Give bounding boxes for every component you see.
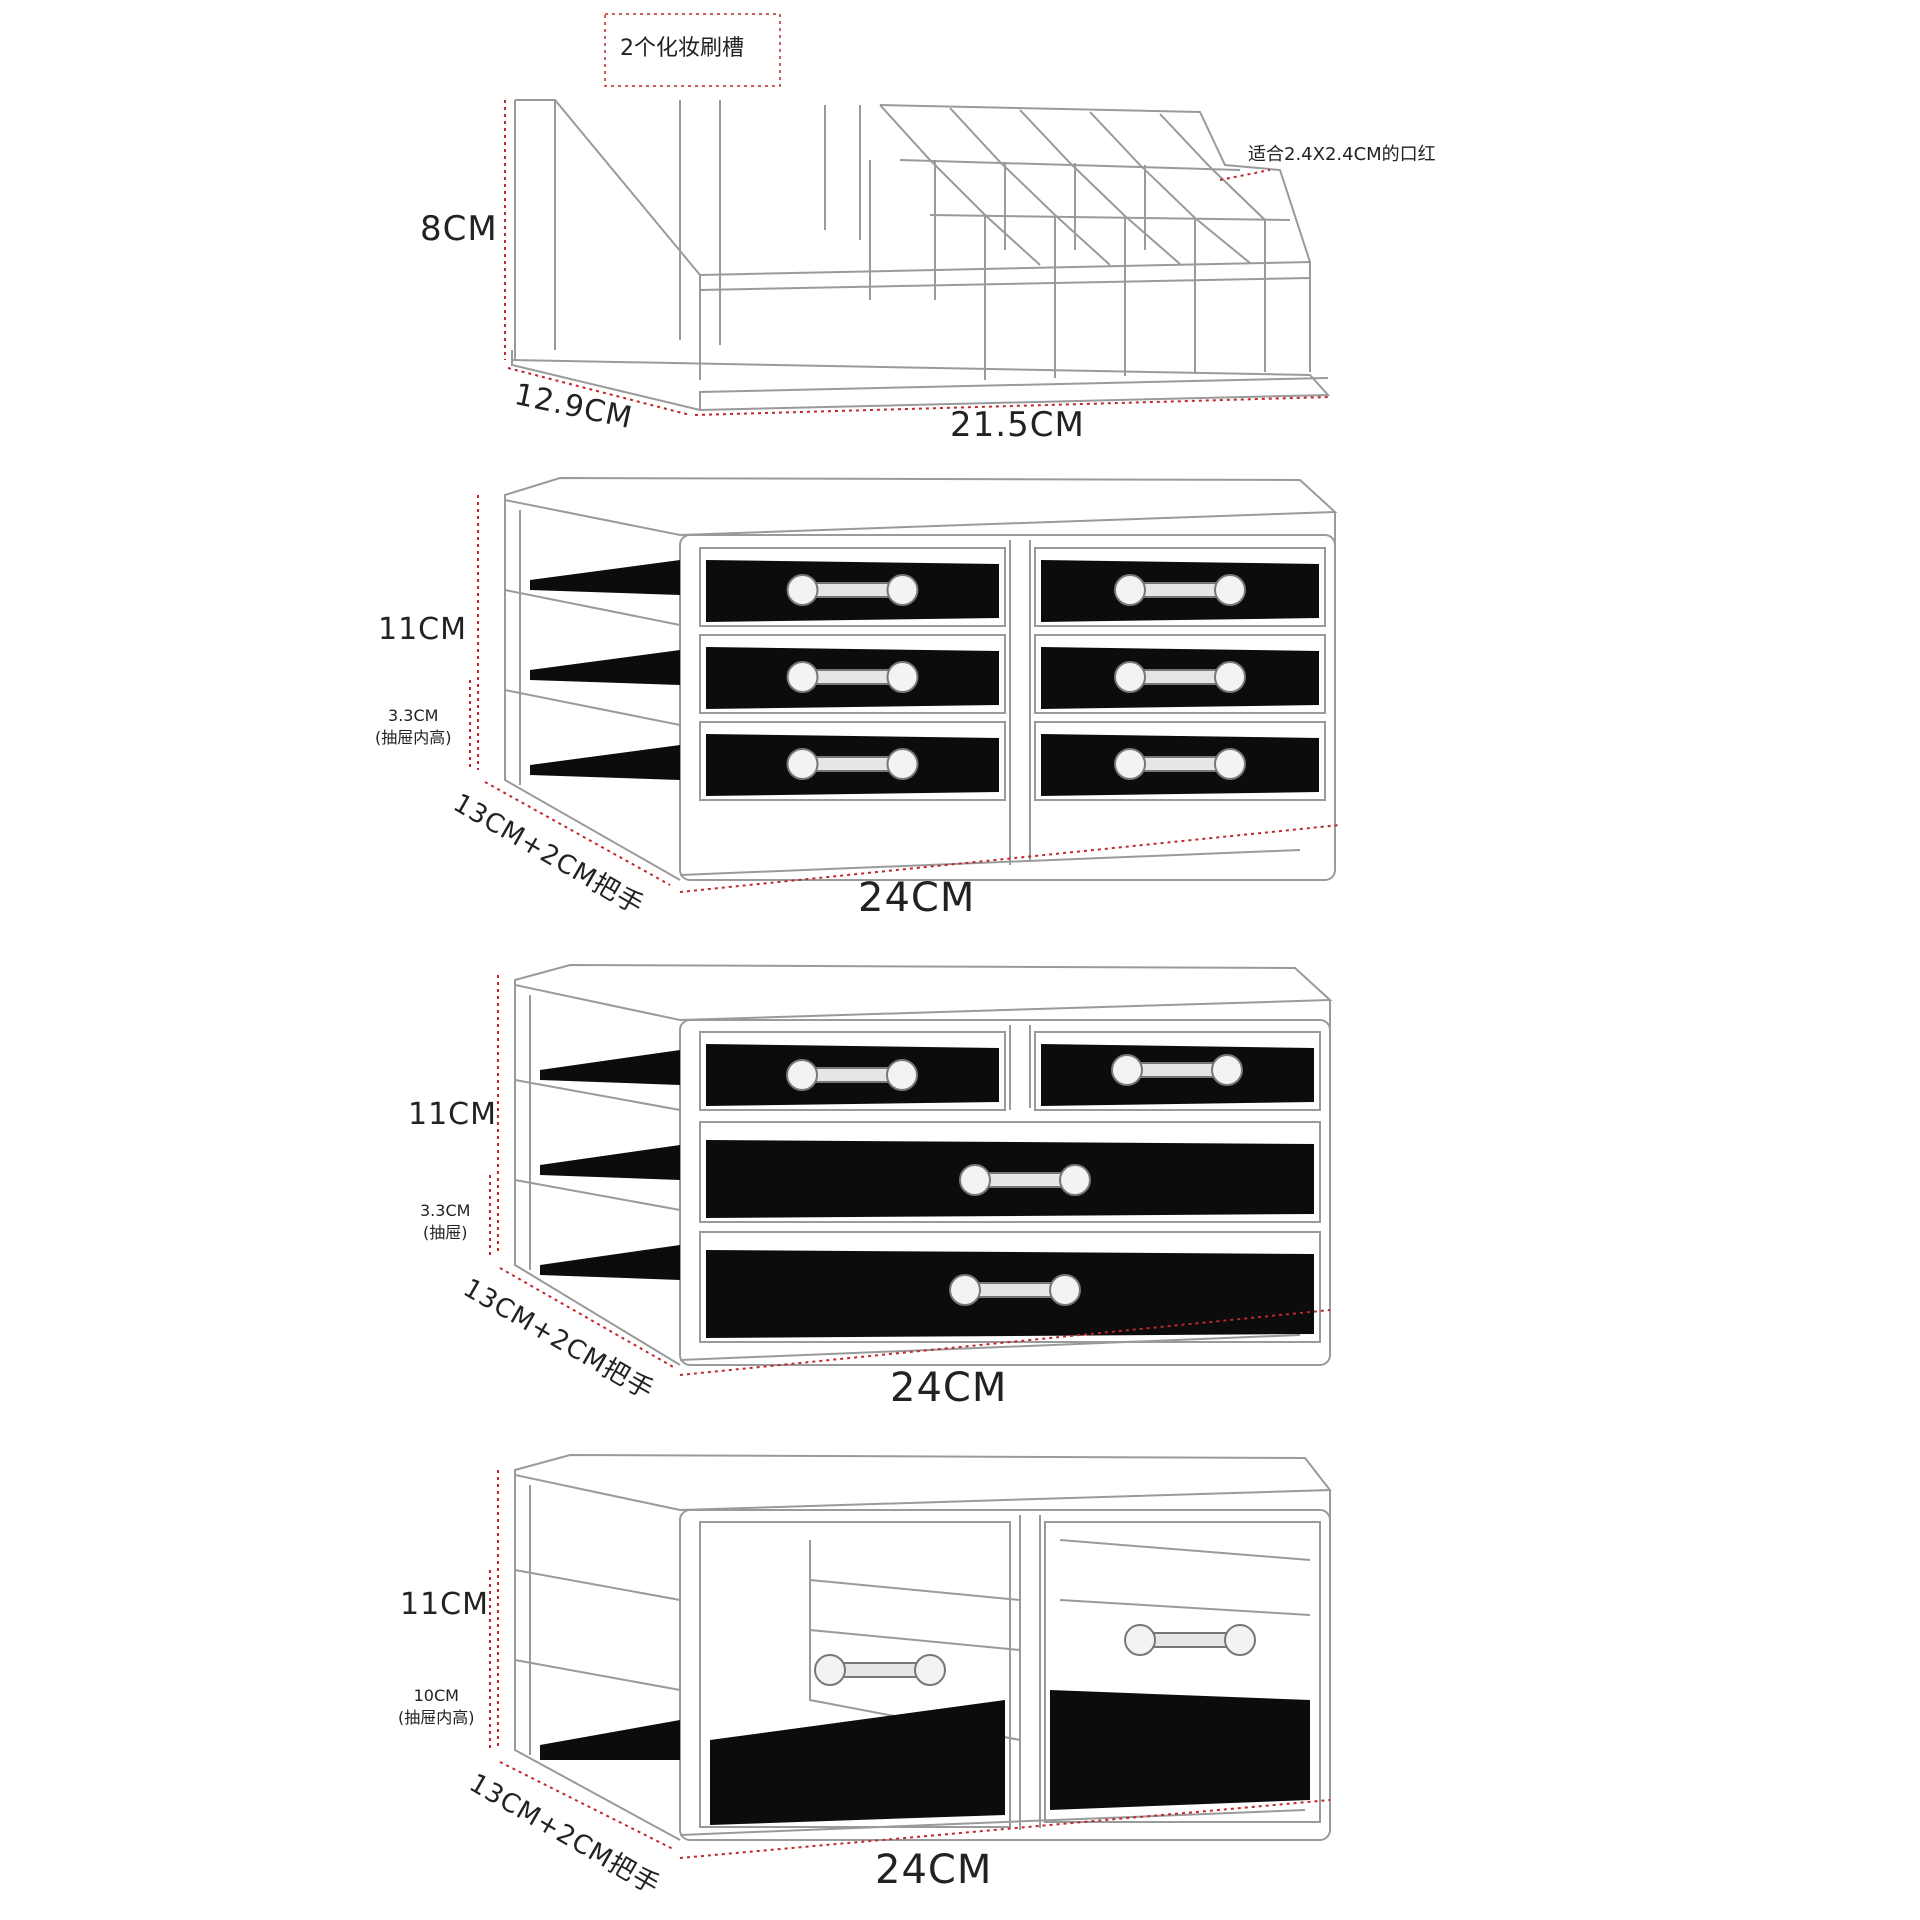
two-tall-drawer-fronts	[540, 1521, 1321, 1828]
lipstick-fit-label: 适合2.4X2.4CM的口红	[1248, 144, 1436, 165]
drawer-front	[699, 1031, 1006, 1111]
crystal-knob	[959, 1164, 991, 1196]
two-unit-width-label: 24CM	[875, 1847, 993, 1893]
lipstick-grid	[879, 104, 1311, 263]
drawer-front	[699, 721, 1006, 801]
drawer-front	[699, 1521, 1011, 1828]
crystal-knob	[1114, 748, 1146, 780]
side-velvet	[530, 650, 680, 685]
dimension-lines	[469, 100, 1341, 1859]
six-unit-height-label: 11CM	[378, 612, 468, 647]
organizer-width-label: 21.5CM	[950, 405, 1085, 445]
four-unit-height-label: 11CM	[408, 1097, 498, 1132]
crystal-knob	[786, 1059, 818, 1091]
drawer-front	[1034, 721, 1326, 801]
side-velvet	[540, 1145, 680, 1180]
side-velvet	[540, 1720, 680, 1760]
crystal-knob	[1214, 748, 1246, 780]
velvet-liner	[710, 1700, 1005, 1825]
drawer-front	[1034, 1031, 1321, 1111]
two-unit-height-label: 11CM	[400, 1587, 490, 1622]
six-unit-drawer-height-label: 3.3CM (抽屉内高)	[375, 706, 452, 747]
crystal-knob	[1111, 1054, 1143, 1086]
two-unit-drawer-height-label: 10CM (抽屉内高)	[398, 1686, 475, 1727]
six-drawer-fronts	[530, 547, 1326, 801]
crystal-knob	[1214, 661, 1246, 693]
drawer-front	[699, 634, 1006, 714]
crystal-knob	[786, 574, 819, 606]
crystal-knob	[1114, 661, 1146, 693]
organizer-back-wall	[514, 99, 556, 360]
crystal-knob	[814, 1654, 846, 1686]
brush-slot-label: 2个化妆刷槽	[620, 36, 744, 61]
drawer-front	[699, 547, 1006, 627]
side-velvet	[530, 745, 680, 780]
crystal-knob	[914, 1654, 946, 1686]
velvet-liner	[1050, 1690, 1310, 1810]
brush-slot-callout-box	[604, 13, 781, 87]
drawer-front	[699, 1121, 1321, 1223]
drawer-front	[1044, 1521, 1321, 1823]
crystal-knob	[1114, 574, 1146, 606]
drawer-unit-two-tall	[514, 1453, 1333, 1841]
crystal-knob	[786, 748, 819, 780]
side-velvet	[530, 560, 680, 595]
crystal-knob	[949, 1274, 981, 1306]
crystal-knob	[886, 748, 919, 780]
drawer-unit-four	[514, 963, 1333, 1366]
crystal-knob	[1211, 1054, 1243, 1086]
crystal-knob	[886, 574, 919, 606]
crystal-knob	[886, 1059, 918, 1091]
side-velvet	[540, 1245, 680, 1280]
side-velvet	[540, 1050, 680, 1085]
organizer-height-label: 8CM	[420, 209, 498, 249]
crystal-knob	[1124, 1624, 1156, 1656]
six-unit-width-label: 24CM	[858, 875, 976, 921]
crystal-knob	[1214, 574, 1246, 606]
drawer-unit-six	[504, 476, 1338, 881]
crystal-knob	[1059, 1164, 1091, 1196]
drawer-front	[1034, 634, 1326, 714]
lipstick-organizer	[511, 13, 1331, 412]
four-unit-drawer-height-label: 3.3CM (抽屉)	[420, 1201, 471, 1242]
crystal-knob	[786, 661, 819, 693]
crystal-knob	[1049, 1274, 1081, 1306]
crystal-knob	[886, 661, 919, 693]
crystal-knob	[1224, 1624, 1256, 1656]
four-drawer-fronts	[540, 1031, 1321, 1343]
four-unit-width-label: 24CM	[890, 1365, 1008, 1411]
drawer-front	[1034, 547, 1326, 627]
